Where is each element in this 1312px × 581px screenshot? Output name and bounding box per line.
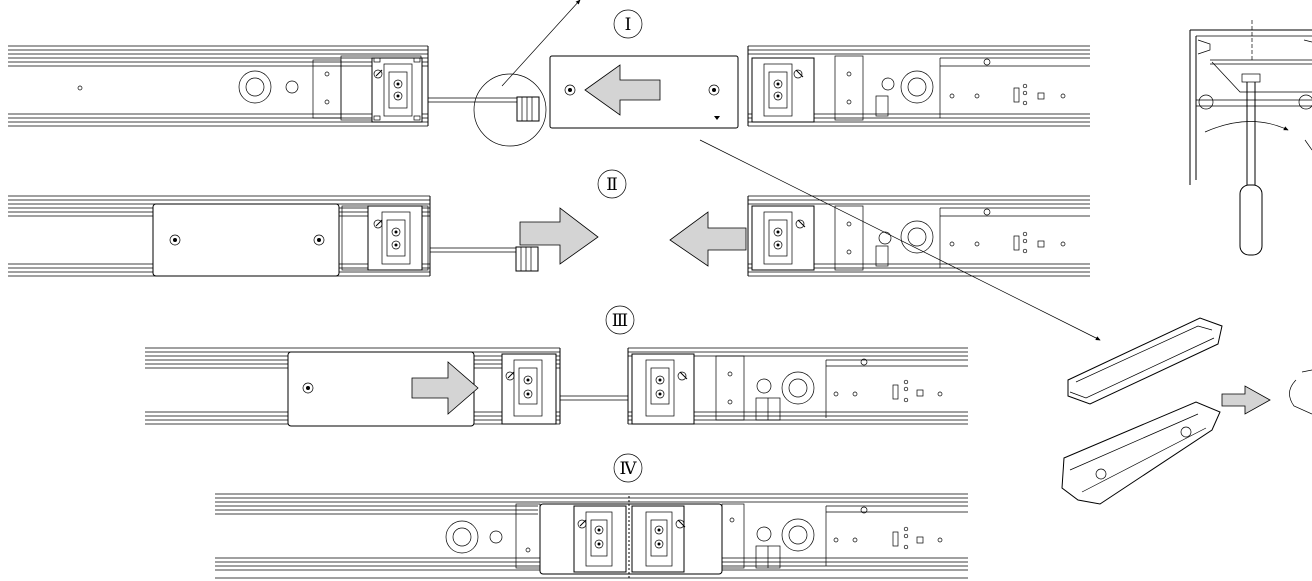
step-4-group: Ⅳ	[215, 453, 968, 579]
left-profile-rail	[145, 347, 561, 427]
zoom-circle	[473, 73, 547, 147]
step-label-2: Ⅱ	[597, 169, 627, 199]
connector-block-right	[631, 353, 695, 425]
connector-block-left	[367, 205, 423, 271]
svg-text:Ⅰ: Ⅰ	[625, 15, 632, 35]
connector-block-right	[631, 505, 686, 573]
end-cap-plates	[1061, 317, 1312, 505]
svg-text:Ⅳ: Ⅳ	[620, 459, 638, 479]
step-label-4: Ⅳ	[613, 453, 643, 483]
cover-plate-removed	[549, 55, 739, 129]
push-arrow-right	[1221, 385, 1271, 415]
plug	[515, 246, 539, 272]
step-3-group: Ⅲ	[145, 305, 968, 427]
svg-text:Ⅱ: Ⅱ	[606, 175, 618, 195]
step-label-1: Ⅰ	[613, 9, 643, 39]
left-profile-rail	[8, 45, 429, 127]
push-arrow-right	[411, 361, 479, 415]
connector-block-right	[751, 205, 815, 271]
step-2-group: Ⅱ	[8, 169, 1090, 277]
right-profile-rail	[747, 195, 1090, 277]
connector-block-right	[751, 57, 815, 123]
svg-text:Ⅲ: Ⅲ	[612, 311, 628, 331]
cross-section-screwdriver	[1189, 20, 1312, 256]
plug	[516, 96, 540, 122]
left-profile-rail	[8, 195, 431, 277]
push-arrow-left	[669, 211, 747, 267]
connector-block-left	[371, 57, 423, 123]
connector-block-left	[573, 505, 627, 573]
push-arrow-right	[519, 207, 599, 265]
step-label-3: Ⅲ	[605, 305, 635, 335]
step-1-group: Ⅰ	[8, 0, 1101, 341]
connector-block-left	[501, 353, 557, 425]
